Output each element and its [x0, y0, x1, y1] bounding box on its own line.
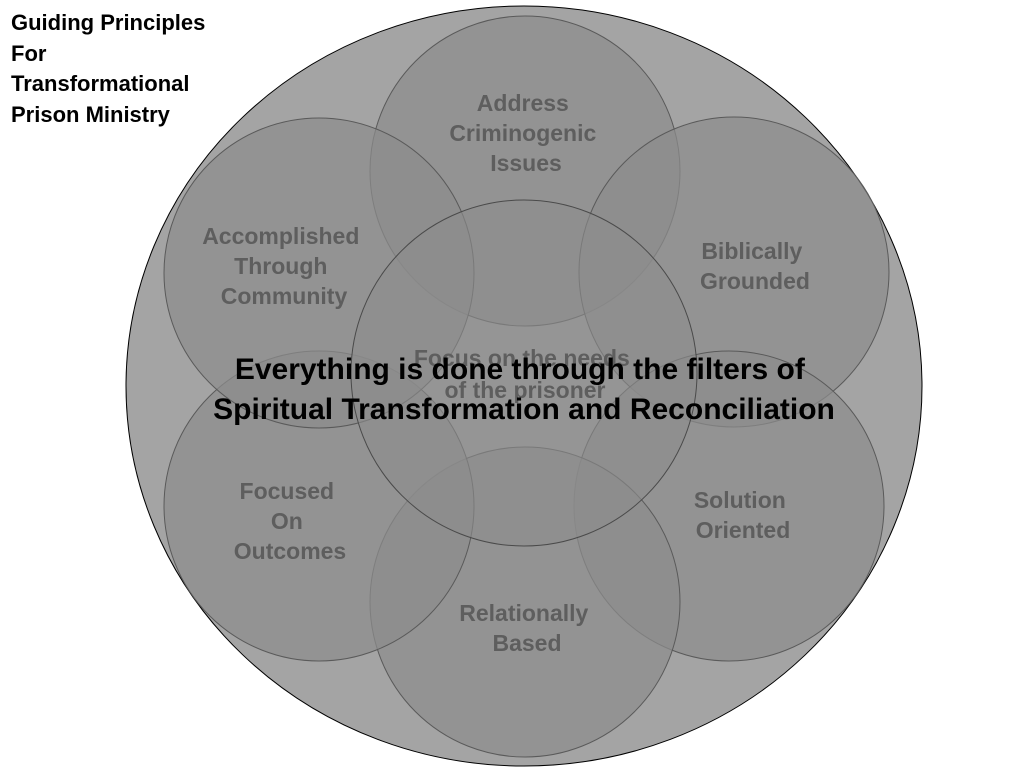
center-label-line: Focus on the needs: [414, 345, 630, 371]
petal-label-focused-on-outcomes: Focused On Outcomes: [234, 478, 346, 564]
petal-label-line: Criminogenic: [449, 120, 596, 146]
filter-statement: Everything is done through the filters o…: [213, 353, 835, 426]
petal-label-biblically-grounded: Biblically Grounded: [700, 238, 810, 294]
page-title-line: Guiding Principles: [11, 10, 206, 35]
center-circle-label: Focus on the needs of the prisoner: [414, 345, 636, 403]
center-circle: [350, 199, 698, 547]
petal-label-line: Oriented: [696, 517, 791, 543]
petal-label-line: Community: [221, 283, 348, 309]
petal-label-line: Through: [234, 253, 327, 279]
page-title-line: Transformational: [11, 71, 190, 96]
petal-label-line: Focused: [240, 478, 335, 504]
petal-label-line: Accomplished: [202, 223, 359, 249]
petal-label-accomplished-through-community: Accomplished Through Community: [202, 223, 366, 309]
page-title-line: Prison Ministry: [11, 101, 170, 127]
petal-label-line: Solution: [694, 487, 786, 513]
petal-label-relationally-based: Relationally Based: [459, 600, 595, 656]
petal-label-solution-oriented: Solution Oriented: [694, 487, 792, 543]
petal-label-line: Outcomes: [234, 538, 346, 564]
petal-label-line: On: [271, 508, 303, 534]
petal-label-address-criminogenic-issues: Address Criminogenic Issues: [449, 90, 602, 176]
center-label-line: of the prisoner: [444, 377, 605, 403]
petal-label-line: Based: [492, 630, 561, 656]
filter-statement-line: Everything is done through the filters o…: [235, 353, 806, 386]
petal-label-line: Relationally: [459, 600, 588, 626]
petal-label-line: Grounded: [700, 268, 810, 294]
page-title: Guiding Principles For Transformational …: [11, 8, 251, 130]
petal-label-line: Issues: [490, 150, 562, 176]
page-title-line: For: [11, 40, 47, 66]
petal-label-line: Biblically: [701, 238, 802, 264]
filter-statement-line: Spiritual Transformation and Reconciliat…: [213, 393, 835, 426]
petal-label-line: Address: [477, 90, 569, 116]
